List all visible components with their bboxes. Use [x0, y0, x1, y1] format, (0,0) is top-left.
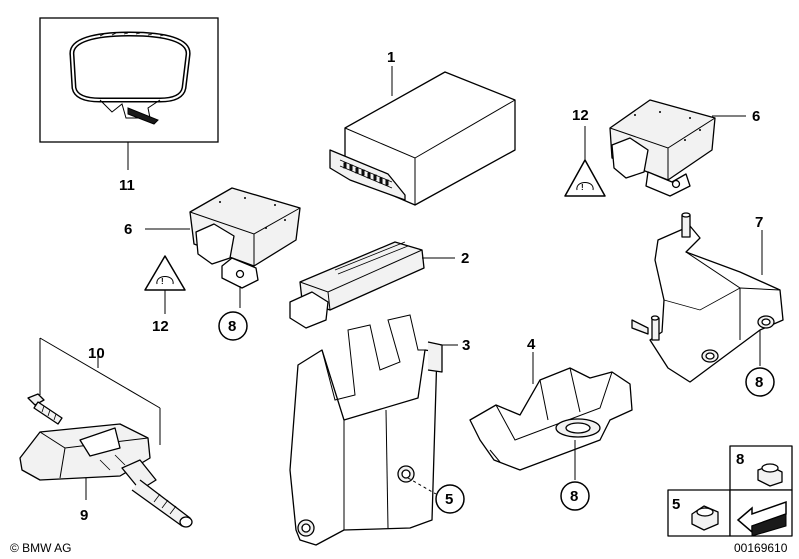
arrow-icon	[736, 500, 787, 537]
label-9: 9	[80, 507, 88, 524]
label-7: 7	[755, 214, 763, 231]
label-4: 4	[527, 336, 536, 353]
callout-8-bracket[interactable]: 8	[745, 367, 775, 397]
label-1: 1	[387, 49, 395, 66]
legend-item-5-nut[interactable]: 5	[672, 496, 719, 531]
svg-text:8: 8	[736, 451, 744, 468]
part-6-sensor-module-mid[interactable]	[189, 187, 301, 289]
part-10-wheel-electronics-set[interactable]	[19, 393, 193, 528]
tire-pressure-warning-icon: !	[156, 276, 174, 286]
part-6-sensor-module-top[interactable]	[609, 99, 716, 197]
callout-8-sensor[interactable]: 8	[218, 311, 248, 341]
label-12-mid: 12	[152, 318, 169, 335]
part-7-mounting-bracket[interactable]	[631, 212, 784, 383]
part-2-antenna[interactable]	[289, 241, 425, 329]
legend-item-8-nut[interactable]: 8	[736, 451, 783, 487]
svg-text:8: 8	[570, 488, 578, 505]
svg-text:5: 5	[445, 491, 453, 508]
drawing-number: 00169610	[734, 541, 788, 555]
label-10: 10	[88, 345, 105, 362]
svg-text:!: !	[161, 277, 164, 286]
tire-pressure-warning-icon: !	[576, 182, 594, 192]
callout-8-holder[interactable]: 8	[560, 481, 590, 511]
part-12-warning-label-mid[interactable]: !	[144, 255, 186, 291]
part-3-bracket[interactable]	[289, 314, 443, 546]
label-3: 3	[462, 337, 470, 354]
copyright-text: © BMW AG	[10, 541, 72, 555]
label-12-top: 12	[572, 107, 589, 124]
part-12-warning-label-top[interactable]: !	[564, 159, 606, 197]
svg-text:!: !	[581, 183, 584, 192]
part-1-control-unit[interactable]	[329, 71, 516, 206]
label-6-top: 6	[752, 108, 760, 125]
svg-text:5: 5	[672, 496, 680, 513]
part-11-tire-inset[interactable]	[39, 17, 219, 143]
svg-text:8: 8	[755, 374, 763, 391]
label-6-mid: 6	[124, 221, 132, 238]
callout-5-bracket[interactable]: 5	[435, 484, 465, 514]
part-4-holder[interactable]	[469, 367, 633, 471]
label-11: 11	[119, 177, 135, 194]
label-2: 2	[461, 250, 469, 267]
svg-text:8: 8	[228, 318, 236, 335]
